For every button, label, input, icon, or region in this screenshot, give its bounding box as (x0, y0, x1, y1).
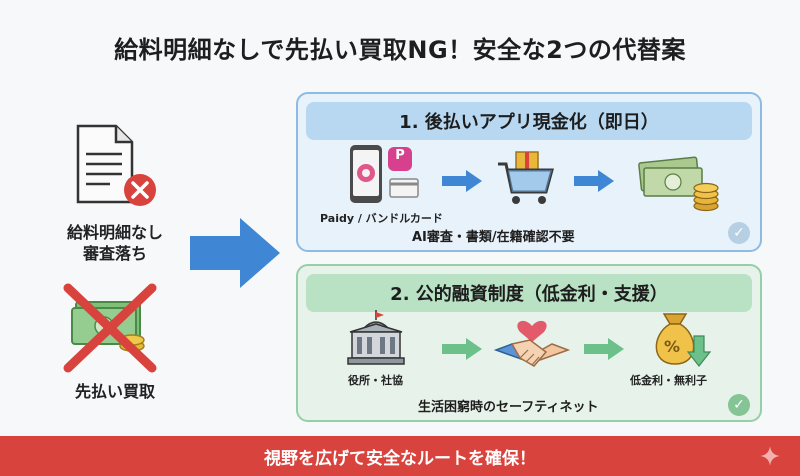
page-title: 給料明細なしで先払い買取NG！安全な2つの代替案 (114, 36, 686, 64)
footer-banner: 視野を広げて安全なルートを確保！ (0, 436, 800, 476)
paidy-badge-letter: P (395, 148, 405, 163)
smartphone-icon (350, 145, 419, 203)
panel-1-heading: 1. 後払いアプリ現金化（即日） (306, 102, 752, 140)
arrow-right-icon-3 (442, 338, 482, 360)
government-building-icon (347, 310, 405, 365)
big-right-arrow-icon (190, 218, 280, 288)
money-caption: 先払い買取 (74, 382, 155, 401)
card-icon (389, 178, 419, 198)
check-icon-2: ✓ (728, 394, 750, 416)
handshake-icon (494, 320, 570, 367)
cash-icon (638, 156, 719, 212)
money-bag-symbol: % (664, 337, 681, 356)
panel-2-heading: 2. 公的融資制度（低金利・支援） (306, 274, 752, 312)
cart-icon (498, 151, 554, 204)
panel-2-subtitle: 生活困窮時のセーフティネット (418, 400, 599, 415)
panel-1-subtitle: AI審査・書類/在籍確認不要 (412, 230, 575, 245)
document-icon (76, 124, 156, 206)
doc-caption: 給料明細なし 審査落ち (40, 222, 190, 264)
arrow-right-icon-4 (584, 338, 624, 360)
check-icon: ✓ (728, 222, 750, 244)
office-label: 役所・社協 (348, 374, 403, 387)
paidy-app-icon (388, 147, 412, 171)
arrow-right-icon (442, 170, 482, 192)
low-interest-label: 低金利・無利子 (630, 374, 707, 387)
arrow-right-icon-2 (574, 170, 614, 192)
money-bag-icon (655, 313, 712, 367)
reject-icon (124, 174, 156, 206)
doc-caption-line1: 給料明細なし (66, 223, 163, 242)
sparkle-icon (760, 446, 780, 466)
doc-caption-line2: 審査落ち (82, 244, 147, 263)
money-icon (63, 283, 157, 373)
app-label: Paidy / バンドルカード (320, 212, 443, 225)
cross-icon (63, 283, 157, 373)
